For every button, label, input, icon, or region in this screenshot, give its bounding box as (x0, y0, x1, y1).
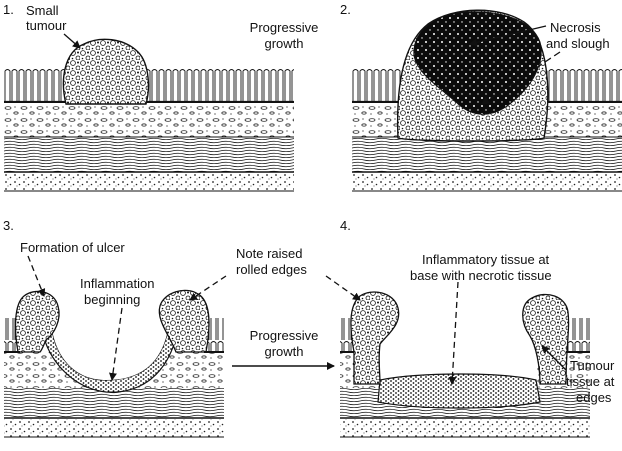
panel-number-2: 2. (340, 2, 351, 17)
label-progressive-top-1: Progressive (249, 20, 319, 35)
small-tumour (62, 38, 150, 105)
label-progressive-top-2: growth (264, 36, 304, 51)
label-progressive-mid-1: Progressive (249, 328, 319, 343)
arrow-necrosis-1 (469, 25, 547, 47)
label-necrosis-1: Necrosis (550, 20, 601, 35)
arrow-ulcer (27, 255, 46, 297)
arrow-raised-left (189, 275, 227, 301)
label-note-raised-1: Note raised (236, 246, 303, 261)
arrow-necrosis-2 (481, 51, 561, 105)
label-progressive-mid-2: growth (264, 344, 304, 359)
label-note-raised-2: rolled edges (236, 262, 307, 277)
panel-4 (325, 275, 590, 438)
panel-number-4: 4. (340, 218, 351, 233)
panel-2 (350, 9, 622, 193)
raised-edge-left (14, 290, 60, 353)
necrotic-base (377, 373, 541, 409)
panel-number-1: 1. (3, 2, 14, 17)
arrow-small-tumour (63, 33, 81, 49)
label-inflammatory-base-1: Inflammatory tissue at (422, 252, 550, 267)
label-tumour-edges-1: Tumour (570, 358, 615, 373)
label-necrosis-2: and slough (546, 36, 610, 51)
label-small-tumour-2: tumour (26, 18, 67, 33)
label-inflammation-1: Inflammation (80, 276, 155, 291)
panel-number-3: 3. (3, 218, 14, 233)
label-inflammation-2: beginning (84, 292, 141, 307)
arrow-raised-right (325, 275, 361, 301)
arrow-tumour-edges (541, 345, 567, 371)
raised-edge-left-4 (350, 291, 400, 385)
label-inflammatory-base-2: base with necrotic tissue (410, 268, 552, 283)
arrow-inflammation (109, 307, 123, 381)
label-tumour-edges-3: edges (576, 390, 612, 405)
panel-1 (2, 33, 296, 193)
panel-3 (4, 255, 227, 438)
raised-edge-right (158, 289, 210, 353)
label-formation-ulcer: Formation of ulcer (20, 240, 125, 255)
label-small-tumour-1: Small (26, 3, 59, 18)
label-tumour-edges-2: tissue at (566, 374, 615, 389)
necrosis-area (413, 11, 542, 115)
arrow-inflammatory-base (448, 281, 459, 385)
